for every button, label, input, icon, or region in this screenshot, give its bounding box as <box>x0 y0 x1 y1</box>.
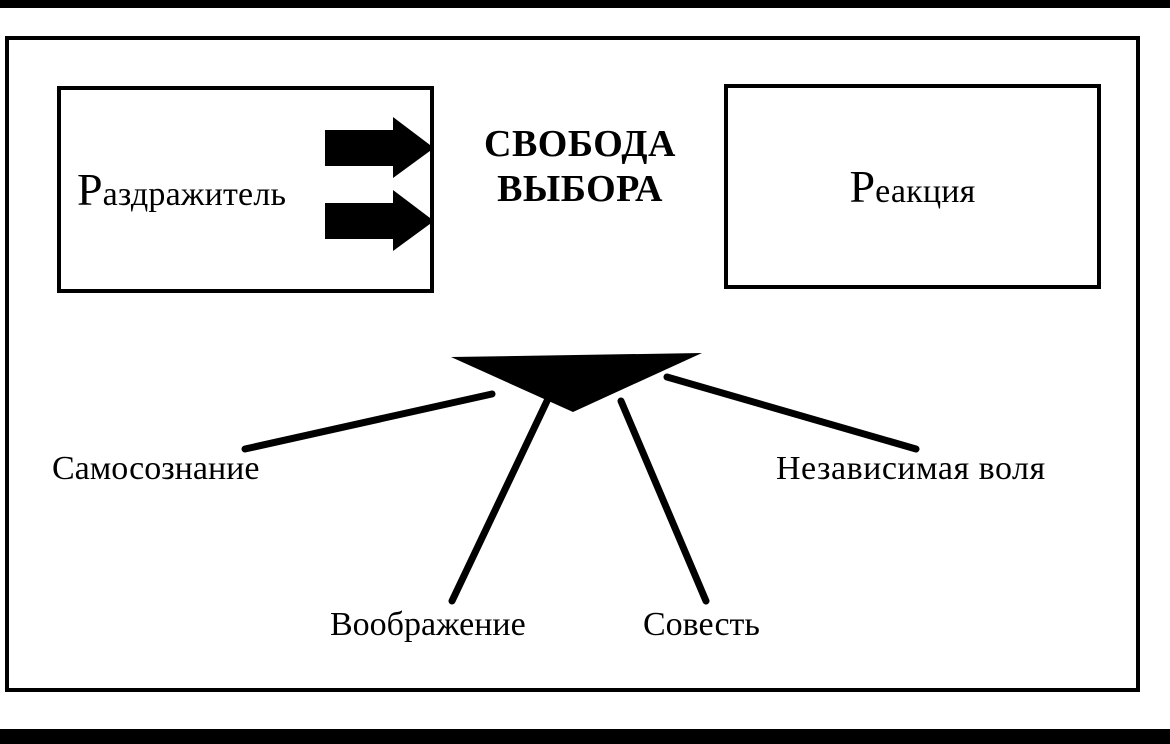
scan-edge-band-bottom <box>0 729 1170 744</box>
reaction-label-rest: еакция <box>875 172 976 210</box>
stimulus-box: Раздражитель <box>57 86 434 293</box>
endowment-label-self-awareness: Самосознание <box>52 450 260 487</box>
freedom-of-choice-heading-line2: ВЫБОРА <box>497 167 663 210</box>
stimulus-label-rest: аздражитель <box>102 175 287 213</box>
reaction-label: Реакция <box>849 160 976 212</box>
freedom-of-choice-heading: СВОБОДА ВЫБОРА <box>440 122 720 212</box>
stimulus-label: Раздражитель <box>77 163 287 215</box>
freedom-of-choice-heading-line1: СВОБОДА <box>484 123 676 165</box>
reaction-label-initial: Р <box>849 160 876 212</box>
endowment-label-conscience: Совесть <box>643 606 760 643</box>
reaction-box: Реакция <box>724 84 1101 289</box>
endowment-label-imagination: Воображение <box>330 606 526 643</box>
scan-edge-band-top <box>0 0 1170 8</box>
stimulus-label-initial: Р <box>77 163 103 215</box>
endowment-label-independent-will: Независимая воля <box>776 450 1046 487</box>
